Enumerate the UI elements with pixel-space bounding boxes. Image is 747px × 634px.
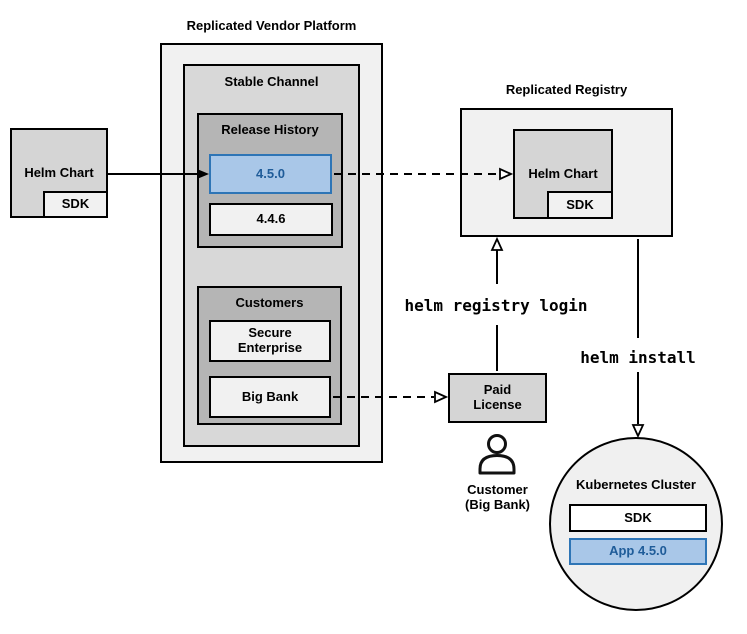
customers-title: Customers: [235, 295, 304, 310]
paid-license-box: Paid License: [448, 373, 547, 423]
customer-label: Customer (Big Bank): [465, 482, 530, 512]
customer-item-big-bank: Big Bank: [209, 376, 331, 418]
customer-person-icon: [477, 431, 517, 476]
stable-channel-title: Stable Channel: [224, 74, 319, 89]
registry-sdk-box: SDK: [547, 191, 613, 219]
customer-item-secure-enterprise: Secure Enterprise: [209, 320, 331, 362]
helm-registry-login-label: helm registry login: [404, 296, 588, 315]
release-history-title: Release History: [221, 122, 319, 137]
release-item-4-5-0: 4.5.0: [209, 154, 332, 194]
vendor-platform-title: Replicated Vendor Platform: [186, 18, 357, 33]
arrow-registry-to-cluster: [631, 239, 645, 439]
cluster-sdk-box: SDK: [569, 504, 707, 532]
release-item-4-4-6: 4.4.6: [209, 203, 333, 236]
cluster-app-box: App 4.5.0: [569, 538, 707, 565]
kubernetes-cluster-title: Kubernetes Cluster: [576, 477, 696, 492]
source-sdk-box: SDK: [43, 191, 108, 218]
registry-title: Replicated Registry: [505, 82, 628, 97]
helm-install-label: helm install: [580, 348, 696, 367]
